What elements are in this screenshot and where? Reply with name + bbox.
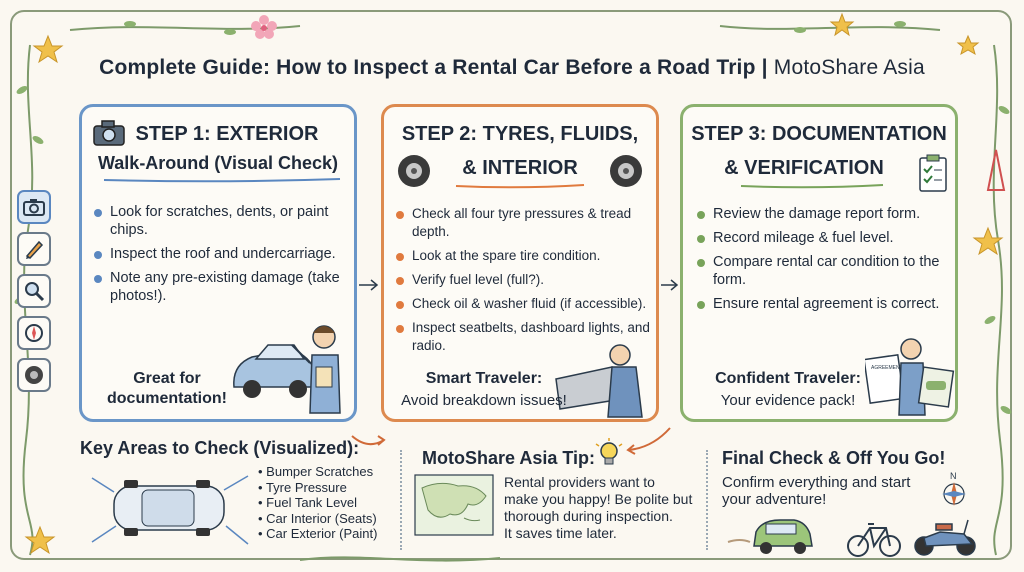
underline bbox=[740, 184, 884, 189]
divider bbox=[400, 450, 402, 550]
inspector-with-car-illustration bbox=[233, 325, 341, 414]
list-item: Inspect seatbelts, dashboard lights, and… bbox=[394, 319, 656, 355]
list-item: Note any pre-existing damage (take photo… bbox=[92, 269, 350, 305]
step-2-subheading: & INTERIOR bbox=[462, 157, 578, 179]
final-title: Final Check & Off You Go! bbox=[722, 448, 946, 468]
car-top-view-diagram bbox=[91, 475, 249, 545]
underline bbox=[455, 184, 585, 189]
list-item: Inspect the roof and undercarriage. bbox=[92, 245, 350, 263]
step-3-card: STEP 3: DOCUMENTATION & VERIFICATION Rev… bbox=[680, 104, 958, 422]
list-item: Look at the spare tire condition. bbox=[394, 247, 656, 265]
tip-title: MotoShare Asia Tip: bbox=[422, 448, 596, 468]
compass-north-label: N bbox=[950, 471, 957, 481]
magnifier-icon[interactable] bbox=[17, 274, 51, 308]
list-item: Check all four tyre pressures & tread de… bbox=[394, 205, 656, 241]
title-separator: | bbox=[761, 56, 768, 79]
list-item: Compare rental car condition to the form… bbox=[695, 253, 953, 289]
step-2-list: Check all four tyre pressures & tread de… bbox=[394, 205, 656, 361]
compass-icon: N bbox=[942, 471, 966, 506]
step-3-caption-text: Your evidence pack! bbox=[720, 392, 856, 409]
tyre-icon bbox=[610, 155, 642, 187]
title-main: Complete Guide: How to Inspect a Rental … bbox=[99, 56, 756, 79]
title-brand: MotoShare Asia bbox=[773, 56, 925, 79]
tip-line: make you happy! Be polite but bbox=[504, 491, 693, 507]
step-3-heading: STEP 3: DOCUMENTATION bbox=[691, 123, 947, 145]
list-item: Check oil & washer fluid (if accessible)… bbox=[394, 295, 656, 313]
list-item: Review the damage report form. bbox=[695, 205, 953, 223]
list-item: Bumper Scratches bbox=[258, 464, 377, 480]
step-1-caption: Great for documentation! bbox=[107, 370, 227, 407]
lightbulb-icon bbox=[595, 438, 623, 465]
tool-sidebar bbox=[17, 190, 57, 400]
final-text: Confirm everything and start your advent… bbox=[722, 474, 932, 508]
list-item: Look for scratches, dents, or paint chip… bbox=[92, 203, 350, 239]
step-3-caption-title: Confident Traveler: bbox=[715, 370, 861, 387]
tip-line: Rental providers want to bbox=[504, 474, 655, 490]
step-1-card: STEP 1: EXTERIOR Walk-Around (Visual Che… bbox=[79, 104, 357, 422]
asia-map-illustration bbox=[414, 474, 494, 536]
compass-icon[interactable] bbox=[17, 316, 51, 350]
list-item: Verify fuel level (full?). bbox=[394, 271, 656, 289]
divider bbox=[706, 450, 708, 550]
page-title: Complete Guide: How to Inspect a Rental … bbox=[0, 56, 1024, 80]
pencil-icon[interactable] bbox=[17, 232, 51, 266]
vehicles-illustration bbox=[727, 519, 976, 557]
step-3-subheading: & VERIFICATION bbox=[724, 157, 884, 179]
step-2-caption-text: Avoid breakdown issues! bbox=[401, 392, 567, 409]
clipboard-icon bbox=[919, 154, 947, 192]
doc-label: AGREEMENT bbox=[871, 365, 903, 371]
list-item: Record mileage & fuel level. bbox=[695, 229, 953, 247]
step-1-list: Look for scratches, dents, or paint chip… bbox=[92, 203, 350, 311]
list-item: Tyre Pressure bbox=[258, 480, 377, 496]
traveler-with-documents-illustration: AGREEMENT bbox=[865, 338, 955, 416]
list-item: Ensure rental agreement is correct. bbox=[695, 295, 953, 313]
list-item: Car Interior (Seats) bbox=[258, 511, 377, 527]
tip-line: It saves time later. bbox=[504, 525, 617, 541]
tyre-icon[interactable] bbox=[17, 358, 51, 392]
final-line: Confirm everything and start bbox=[722, 474, 911, 491]
step-1-subheading: Walk-Around (Visual Check) bbox=[97, 153, 339, 173]
key-areas-list: Bumper Scratches Tyre Pressure Fuel Tank… bbox=[258, 464, 377, 542]
tip-text: Rental providers want to make you happy!… bbox=[504, 474, 704, 542]
camera-icon bbox=[93, 120, 125, 146]
camera-icon[interactable] bbox=[17, 190, 51, 224]
final-line: your adventure! bbox=[722, 491, 827, 508]
list-item: Car Exterior (Paint) bbox=[258, 526, 377, 542]
step-2-card: STEP 2: TYRES, FLUIDS, & INTERIOR Check … bbox=[381, 104, 659, 422]
underline bbox=[103, 178, 341, 183]
step-1-heading: STEP 1: EXTERIOR bbox=[135, 123, 319, 145]
step-3-list: Review the damage report form. Record mi… bbox=[695, 205, 953, 319]
step-2-caption-title: Smart Traveler: bbox=[425, 370, 543, 387]
key-areas-title: Key Areas to Check (Visualized): bbox=[80, 438, 360, 458]
tip-line: thorough during inspection. bbox=[504, 508, 673, 524]
step-2-heading: STEP 2: TYRES, FLUIDS, bbox=[401, 123, 639, 145]
mechanic-illustration bbox=[555, 344, 643, 418]
page-frame bbox=[10, 10, 1012, 560]
list-item: Fuel Tank Level bbox=[258, 495, 377, 511]
tyre-icon bbox=[398, 155, 430, 187]
